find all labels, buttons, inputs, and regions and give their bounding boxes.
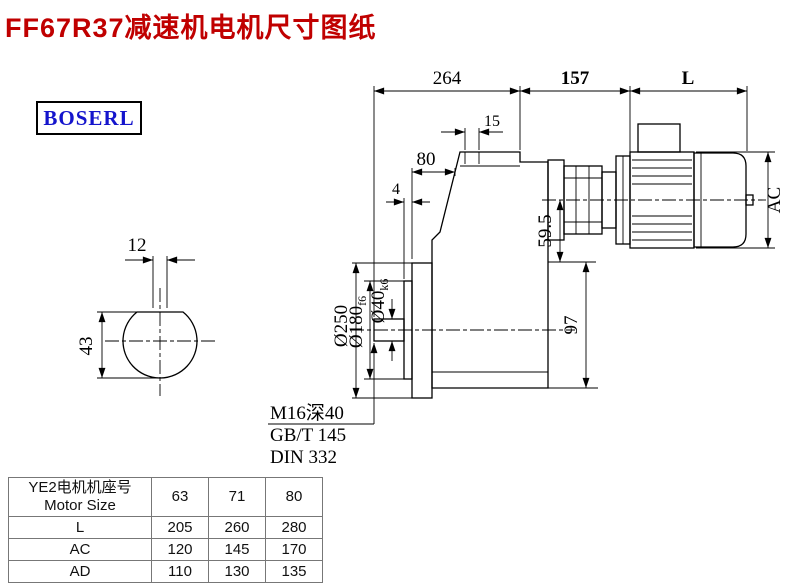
- dia-180-group: Ø180f6: [346, 280, 404, 380]
- frame-size-63: 63: [151, 477, 209, 517]
- motor-rear-stub: [745, 194, 754, 206]
- thread-note-group: M16深40 GB/T 145 DIN 332: [268, 343, 378, 468]
- value-L-71: 260: [208, 516, 266, 539]
- key-height-dimension: 43: [76, 311, 157, 379]
- input-stage-outline: [547, 159, 617, 241]
- motor-outline: [615, 123, 754, 249]
- dim-key-height: 43: [76, 337, 97, 356]
- value-L-63: 205: [151, 516, 209, 539]
- note-thread: M16深40: [270, 402, 344, 424]
- page-title: FF67R37减速机电机尺寸图纸: [5, 13, 377, 43]
- frame-size-71: 71: [208, 477, 266, 517]
- mounting-flange: [411, 262, 433, 399]
- gearbox-housing: [431, 151, 549, 389]
- terminal-box: [637, 123, 681, 153]
- row-label-L: L: [8, 516, 152, 539]
- dim-dia40: Ø40k6: [368, 279, 391, 324]
- dim-59-5-group: 59.5: [535, 200, 596, 263]
- value-AD-71: 130: [208, 560, 266, 583]
- dim-dia250: Ø250: [331, 305, 352, 347]
- dim-15: 15: [484, 113, 500, 130]
- dim-key-width: 12: [128, 235, 147, 256]
- value-AC-71: 145: [208, 538, 266, 561]
- value-AD-63: 110: [151, 560, 209, 583]
- dim-AC-group: AC: [696, 151, 785, 249]
- frame-size-80: 80: [265, 477, 323, 517]
- reducer-outline: [350, 151, 766, 399]
- dim-97: 97: [561, 316, 582, 335]
- dim-157: 157: [561, 68, 590, 89]
- dim-4: 4: [392, 181, 400, 198]
- dim-59-5: 59.5: [535, 214, 556, 247]
- shaft-section-view: [105, 288, 215, 396]
- table-row-AD: AD 110 130 135: [8, 560, 323, 583]
- note-std-din: DIN 332: [270, 447, 337, 468]
- value-AC-80: 170: [265, 538, 323, 561]
- dim-80-group: 80: [411, 149, 456, 259]
- fan-cover: [693, 152, 747, 248]
- value-L-80: 280: [265, 516, 323, 539]
- key-width-dimension: 12: [125, 235, 195, 308]
- dim-4-group: 4: [386, 181, 430, 279]
- brand-logo-text: BOSERL: [43, 105, 135, 130]
- shaft-section-outline: [122, 311, 198, 379]
- dia-250-group: Ø250: [331, 262, 412, 399]
- row-label-AD: AD: [8, 560, 152, 583]
- dim-97-group: 97: [548, 262, 598, 389]
- dia-40-group: Ø40k6: [368, 279, 396, 361]
- brand-logo-box: BOSERL: [36, 101, 142, 135]
- value-AC-63: 120: [151, 538, 209, 561]
- dim-AC: AC: [764, 187, 785, 213]
- dim-dia180: Ø180f6: [346, 296, 369, 348]
- row-label-AC: AC: [8, 538, 152, 561]
- value-AD-80: 135: [265, 560, 323, 583]
- dim-15-group: 15: [441, 113, 503, 150]
- dim-L: L: [682, 68, 695, 89]
- dim-80: 80: [417, 149, 436, 170]
- motor-fins: [632, 159, 692, 241]
- top-dimension-chain: 264 157 L: [373, 68, 748, 317]
- table-row-L: L 205 260 280: [8, 516, 323, 539]
- dim-264: 264: [433, 68, 462, 89]
- note-std-gbt: GB/T 145: [270, 425, 346, 446]
- table-row-AC: AC 120 145 170: [8, 538, 323, 561]
